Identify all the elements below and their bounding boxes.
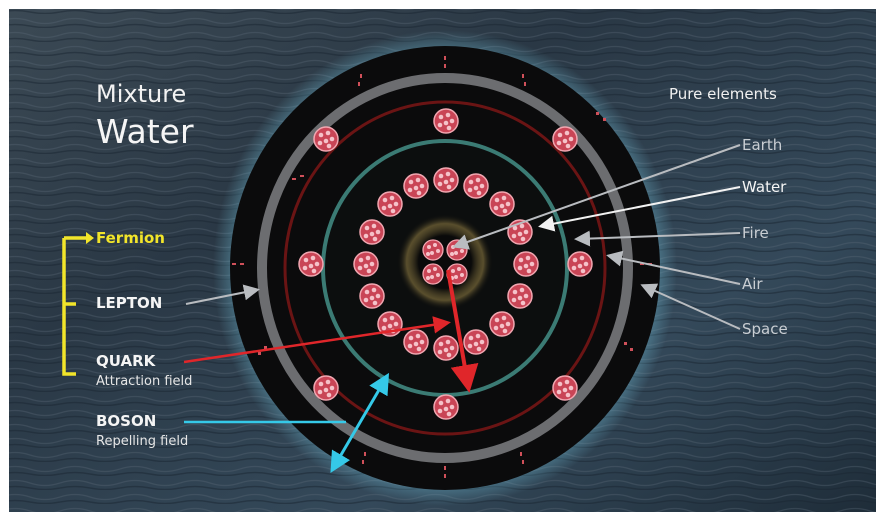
air-ring [257,73,633,463]
element-air-label: Air [742,275,763,293]
element-fire-label: Fire [742,224,769,242]
fermion-bracket [62,236,86,376]
boson-label: BOSON [96,412,157,430]
quark-pointer [183,316,451,364]
lepton-pointer [185,284,260,305]
core-particle [422,263,444,285]
water-pointer [538,186,741,232]
boson-sublabel: Repelling field [96,434,189,449]
fire-ring [283,100,607,436]
quark-label: QUARK [96,352,156,370]
element-space-label: Space [742,320,788,338]
repelling-arrow [330,372,390,473]
space-pointer [640,283,741,330]
earth-pointer [452,144,741,250]
fire-pointer [574,230,741,247]
fermion-label: Fermion [96,229,165,247]
title-mixture: Mixture [96,80,187,108]
fermion-arrowhead [86,232,94,244]
lepton-label: LEPTON [96,294,163,312]
earth-core [397,214,493,310]
pure-elements-heading: Pure elements [669,85,777,103]
element-earth-label: Earth [742,136,783,154]
element-water-label: Water [742,178,787,196]
air-pointer [606,250,741,285]
title-water: Water [96,112,194,151]
attraction-arrow [446,269,479,393]
quark-sublabel: Attraction field [96,374,193,389]
core-particle [422,239,444,261]
